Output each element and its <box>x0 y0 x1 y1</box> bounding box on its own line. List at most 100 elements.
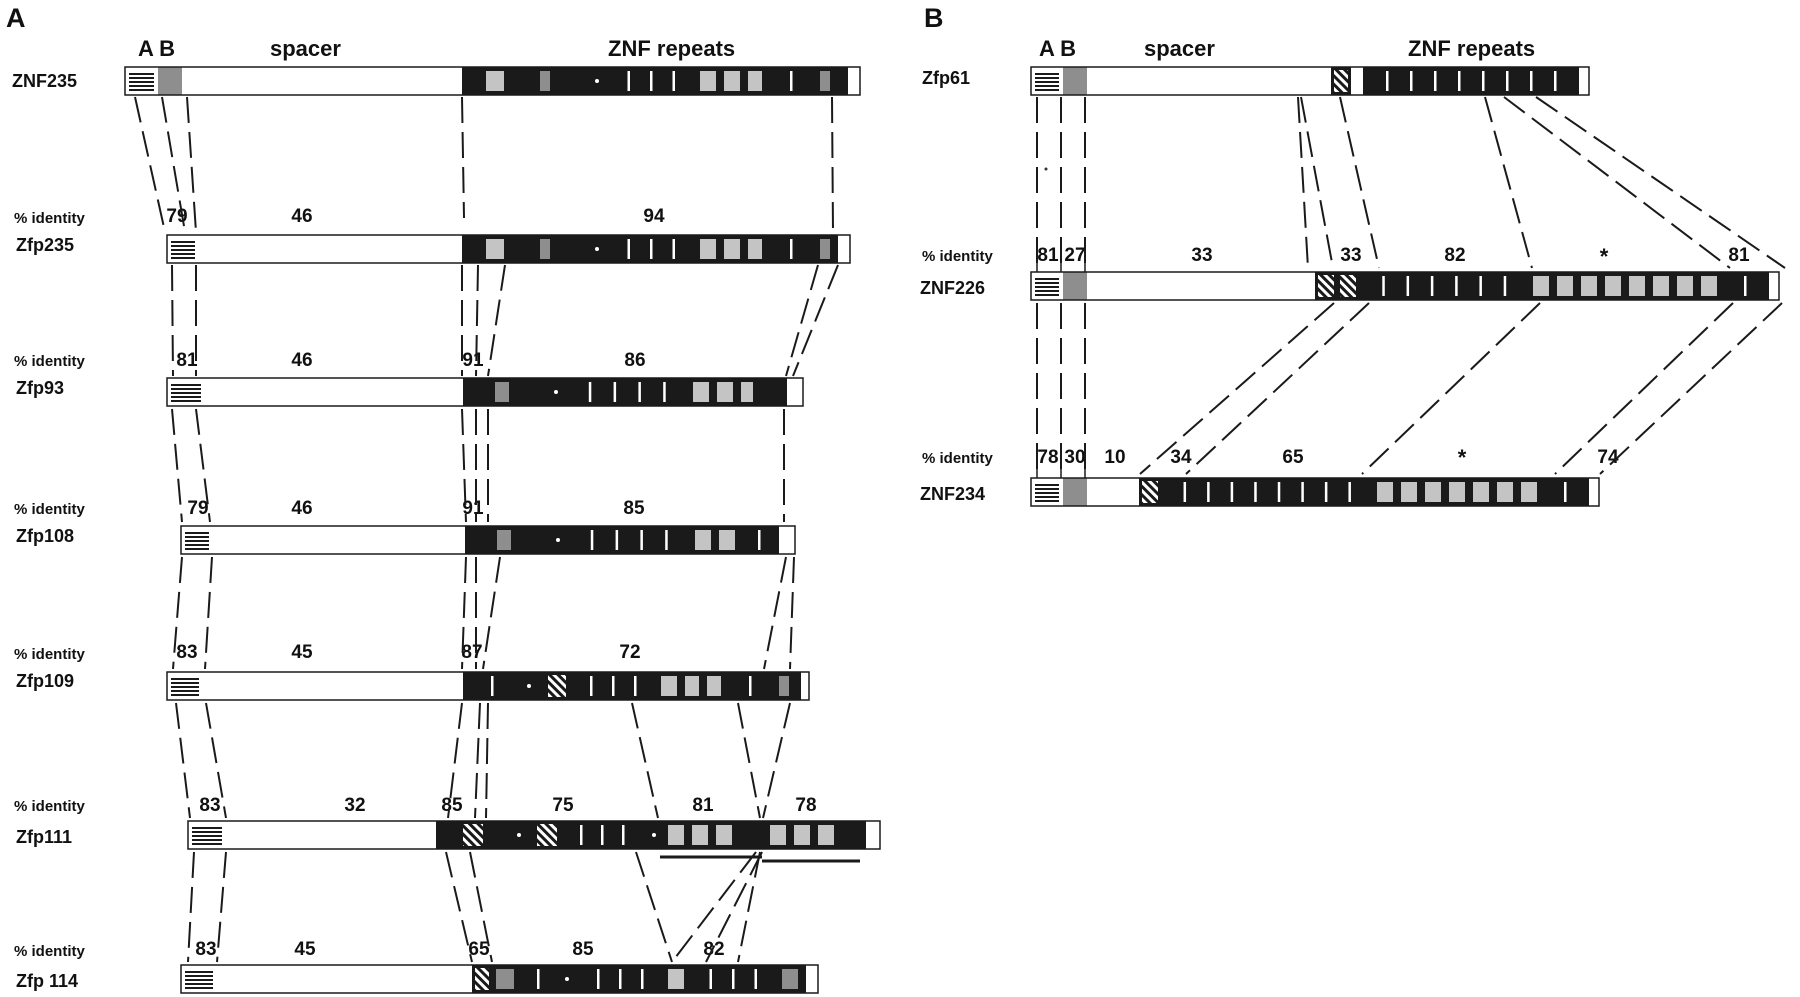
alignment-dash-line <box>1554 302 1734 475</box>
finger-divider <box>627 239 630 259</box>
zinc-finger-block <box>834 67 848 95</box>
identity-value: 85 <box>572 939 594 960</box>
spacer-region <box>226 821 436 849</box>
dot-mark <box>1044 167 1048 171</box>
finger-divider <box>709 969 712 989</box>
identity-value: 30 <box>1064 447 1085 468</box>
identity-label: % identity <box>14 210 85 227</box>
zinc-finger-block <box>838 821 866 849</box>
zinc-finger-block <box>1161 478 1373 506</box>
degenerate-finger <box>818 825 834 845</box>
krab-a-stripe <box>129 77 154 79</box>
identity-value: 34 <box>1170 447 1192 468</box>
krab-a-stripe <box>171 388 201 390</box>
krab-a-stripe <box>171 690 199 692</box>
zinc-finger-block <box>463 378 491 406</box>
identity-value: 46 <box>291 350 312 371</box>
alignment-dash-line <box>631 702 659 819</box>
identity-value: 83 <box>176 642 197 663</box>
finger-divider <box>619 969 622 989</box>
finger-divider <box>1430 276 1434 296</box>
degenerate-finger <box>748 239 762 259</box>
finger-divider <box>590 676 593 696</box>
identity-value: 82 <box>703 939 724 960</box>
alignment-dash-line <box>1484 96 1533 269</box>
variant-finger <box>495 382 509 402</box>
finger-divider <box>491 676 494 696</box>
zinc-finger-block <box>513 378 547 406</box>
alignment-dash-line <box>792 264 839 377</box>
zinc-finger-block <box>462 67 482 95</box>
krab-a-stripe <box>185 548 209 550</box>
alignment-dash-line <box>671 851 757 963</box>
terminal-box <box>1589 478 1599 506</box>
identity-label: % identity <box>922 248 993 265</box>
alignment-dash-line <box>635 851 673 963</box>
variant-finger <box>820 71 830 91</box>
finger-divider <box>537 969 540 989</box>
hatched-finger <box>1340 275 1356 297</box>
alignment-links-panel-b <box>1036 96 1786 478</box>
spacer-region <box>213 526 465 554</box>
krab-b-box <box>1063 478 1087 506</box>
krab-a-stripe <box>185 536 209 538</box>
panel-b-label: B <box>924 3 944 33</box>
gene-bar-zfp93 <box>166 377 804 407</box>
finger-divider <box>1434 71 1437 91</box>
terminal-box <box>838 235 850 263</box>
krab-a-stripe <box>1035 77 1059 79</box>
finger-divider <box>665 530 668 550</box>
krab-b-box <box>158 67 182 95</box>
identity-value: 81 <box>1728 245 1750 266</box>
gene-label-zfp114: Zfp 114 <box>16 971 78 991</box>
identity-value: 46 <box>291 498 312 519</box>
alignment-dash-line <box>172 556 183 670</box>
alignment-dash-line <box>482 556 501 670</box>
identity-label: % identity <box>14 798 85 815</box>
finger-divider <box>1506 71 1509 91</box>
degenerate-finger <box>724 71 740 91</box>
hatched-finger <box>463 824 483 846</box>
variant-finger <box>820 239 830 259</box>
finger-divider <box>1230 482 1234 502</box>
gene-bar-outline <box>166 671 810 701</box>
finger-divider <box>790 239 793 259</box>
degenerate-finger <box>693 382 709 402</box>
finger-divider <box>1207 482 1210 502</box>
krab-a-stripe <box>1035 278 1059 280</box>
gene-bar-outline <box>1030 271 1780 301</box>
identity-value: 45 <box>294 939 316 960</box>
variant-finger <box>782 969 798 989</box>
finger-divider <box>1277 482 1281 502</box>
degenerate-finger <box>1629 276 1645 296</box>
zinc-finger-block <box>554 67 588 95</box>
finger-dot <box>595 79 599 83</box>
krab-a-stripe <box>1035 496 1059 498</box>
variant-finger <box>540 71 550 91</box>
zinc-finger-block <box>515 526 549 554</box>
identity-value: 85 <box>441 795 463 816</box>
alignment-dash-line <box>1535 96 1786 269</box>
zinc-finger-block <box>508 67 536 95</box>
gene-label-zfp235: Zfp235 <box>16 235 74 255</box>
identity-label: % identity <box>14 501 85 518</box>
degenerate-finger <box>1401 482 1417 502</box>
header-znf-repeats: ZNF repeats <box>608 36 735 61</box>
krab-a-stripe <box>1035 290 1059 292</box>
zinc-finger-block <box>567 526 691 554</box>
krab-a-stripe <box>171 686 199 688</box>
krab-a-stripe <box>1035 85 1059 87</box>
spacer-region <box>1087 272 1315 300</box>
zinc-finger-block <box>565 378 689 406</box>
degenerate-finger <box>1377 482 1393 502</box>
alignment-dash-line <box>1339 96 1380 269</box>
krab-a-stripe <box>185 971 213 973</box>
alignment-dash-line <box>186 96 197 233</box>
finger-divider <box>1503 276 1507 296</box>
terminal-box <box>1579 67 1589 95</box>
finger-divider <box>650 71 653 91</box>
finger-divider <box>588 382 592 402</box>
identity-value: 65 <box>1282 447 1304 468</box>
alignment-dash-line <box>461 556 467 670</box>
